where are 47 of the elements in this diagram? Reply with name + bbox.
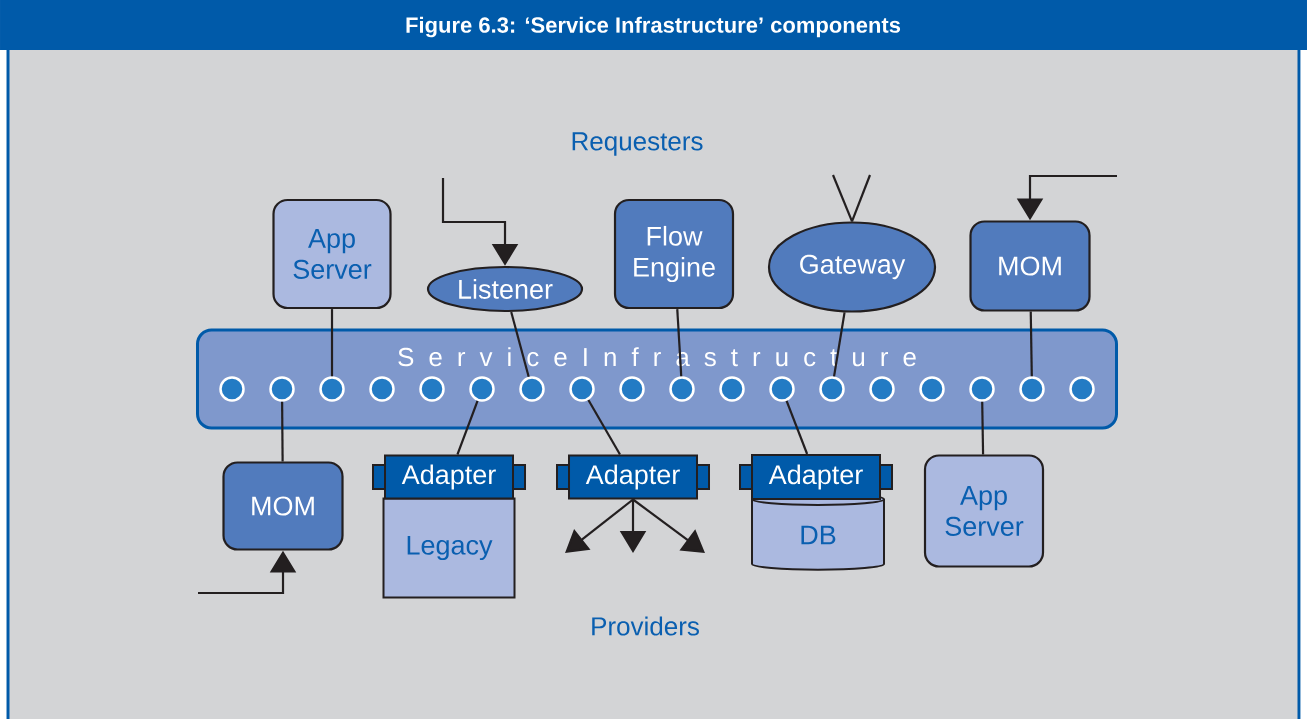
port-circle xyxy=(619,376,645,402)
connector xyxy=(1029,311,1033,377)
port-circle xyxy=(969,376,995,402)
ellipse-node: Gateway xyxy=(767,221,937,313)
port-circle xyxy=(919,376,945,402)
section-label: Providers xyxy=(592,616,699,636)
port-circle xyxy=(1069,376,1095,402)
rounded-box: MOM xyxy=(969,220,1091,312)
port-circle xyxy=(469,376,495,402)
port-circle xyxy=(319,376,345,402)
port-circle xyxy=(769,376,795,402)
connector xyxy=(833,312,846,377)
port-circle xyxy=(369,376,395,402)
port-circle xyxy=(869,376,895,402)
port-circle xyxy=(269,376,295,402)
port-circle xyxy=(219,376,245,402)
adapter-box: Adapter xyxy=(739,454,893,500)
connector xyxy=(510,311,530,377)
connector xyxy=(676,309,683,377)
rounded-box: Flow Engine xyxy=(613,198,735,310)
connector xyxy=(565,498,634,553)
port-circle xyxy=(819,376,845,402)
title-bar: Figure 6.3: ‘Service Infrastructure’ components xyxy=(0,0,1307,50)
connector xyxy=(832,174,854,222)
rounded-box: App Server xyxy=(923,454,1045,568)
port-circle xyxy=(519,376,545,402)
section-label: Requesters xyxy=(572,132,703,156)
connector xyxy=(456,400,479,455)
system-box: Legacy xyxy=(382,497,516,599)
port-circle xyxy=(669,376,695,402)
connector xyxy=(981,401,985,455)
ellipse-node: Listener xyxy=(426,265,584,313)
port-circle xyxy=(1019,376,1045,402)
connector xyxy=(632,498,705,553)
rounded-box: App Server xyxy=(272,198,392,310)
port-circle xyxy=(569,376,595,402)
rounded-box: MOM xyxy=(222,461,344,551)
connector xyxy=(330,309,334,377)
connector xyxy=(785,400,809,455)
connector xyxy=(587,399,621,456)
port-circle xyxy=(719,376,745,402)
port-circle xyxy=(419,376,445,402)
database-cylinder: DB xyxy=(751,492,885,571)
connector xyxy=(851,174,872,222)
connector xyxy=(281,401,284,462)
adapter-box: Adapter xyxy=(372,454,526,500)
adapter-box: Adapter xyxy=(556,454,710,500)
